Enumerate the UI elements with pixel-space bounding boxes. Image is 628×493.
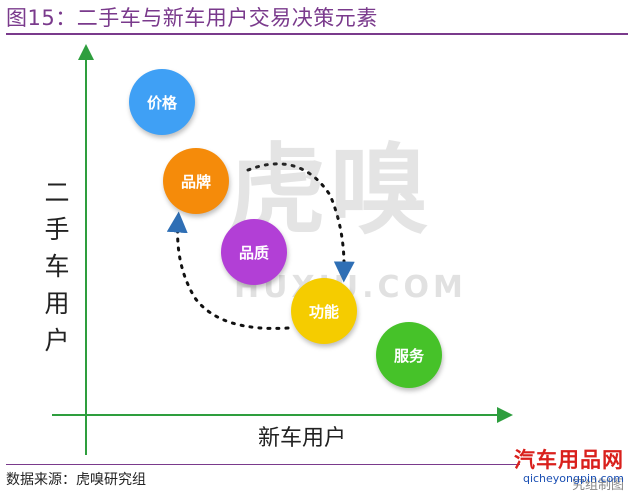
y-label-char: 二 [44,178,70,207]
bubble-brand: 品牌 [163,148,229,214]
y-label-char: 车 [44,252,70,281]
source-note: 数据来源：虎嗅研究组 [6,472,146,488]
y-label-char: 用 [44,289,70,318]
title-underline [6,33,628,35]
brand-name: 汽车用品网 [514,448,624,472]
bubble-function: 功能 [291,278,357,344]
y-label-char: 手 [44,215,70,244]
bubble-price: 价格 [129,69,195,135]
figure-title: 图15：二手车与新车用户交易决策元素 [6,6,378,30]
x-axis-label: 新车用户 [258,426,347,451]
credit-tail: 究组制图 [571,478,624,493]
bubble-quality: 品质 [221,219,287,285]
loop-arrow-left [166,211,290,330]
loop-arrow-right [246,162,355,283]
y-label-char: 户 [44,326,70,355]
brand-badge: 汽车用品网 qicheyongpin.com [514,448,624,486]
brand-url: qicheyongpin.com [522,472,624,485]
y-axis-label: 二 手 车 用 户 [42,174,72,359]
bubble-service: 服务 [376,322,442,388]
source-divider [6,464,520,465]
